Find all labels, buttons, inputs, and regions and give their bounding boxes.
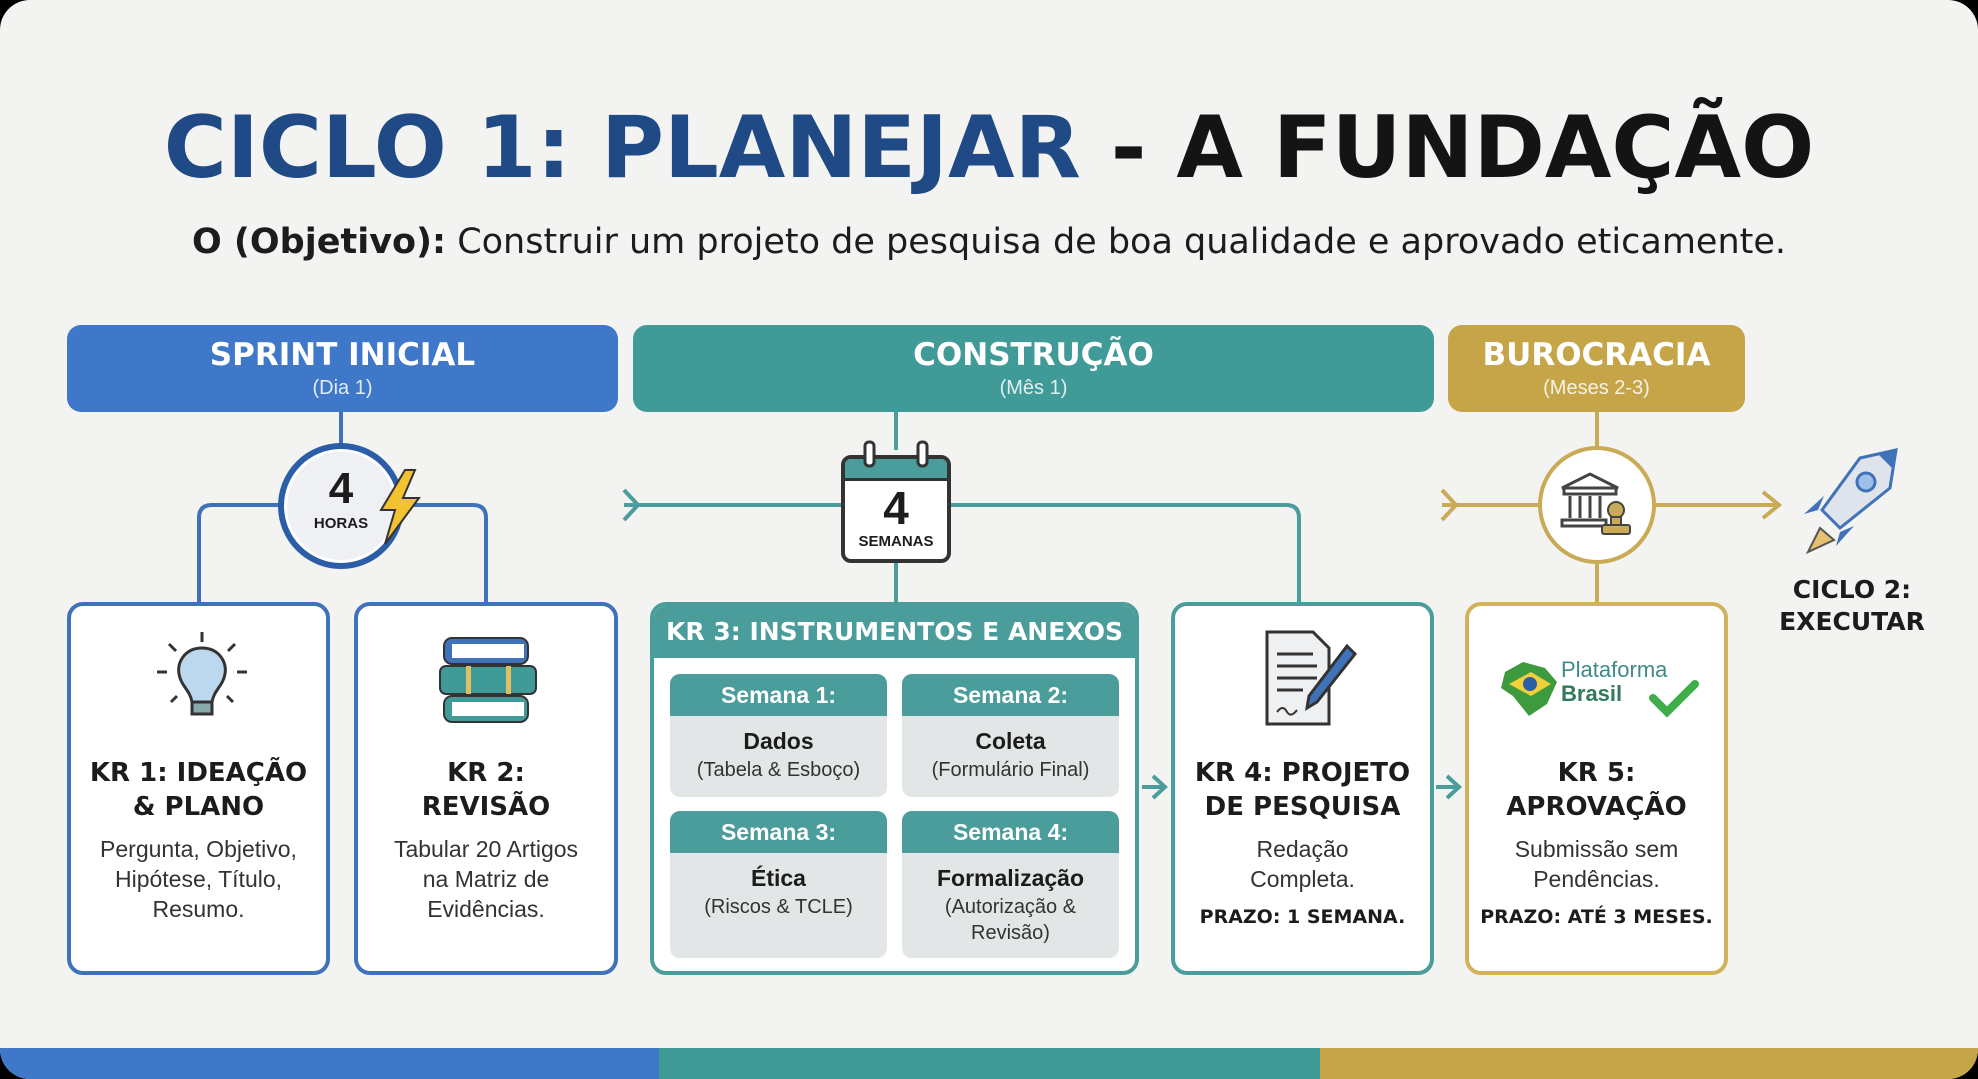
logo-line1: Plataforma xyxy=(1561,657,1668,682)
week-name: Dados xyxy=(743,728,814,754)
clock-unit: HORAS xyxy=(313,515,369,532)
objective: O (Objetivo): Construir um projeto de pe… xyxy=(0,222,1978,262)
phase-title: BUROCRACIA xyxy=(1482,337,1711,373)
plataforma-brasil-logo: Plataforma Brasil xyxy=(1499,658,1709,728)
desc-line: Evidências. xyxy=(427,896,545,922)
lightbulb-icon xyxy=(157,632,247,716)
desc-line: Resumo. xyxy=(152,896,245,922)
kr1-card: KR 1: IDEAÇÃO & PLANO Pergunta, Objetivo… xyxy=(67,602,330,975)
kr1-title-line2: & PLANO xyxy=(132,792,265,822)
calendar-number: 4 xyxy=(883,482,909,534)
kr5-title-line2: APROVAÇÃO xyxy=(1506,792,1687,822)
bottom-bar-blue xyxy=(0,1048,659,1079)
week-label: Semana 3: xyxy=(670,811,887,853)
title-sub: - A FUNDAÇÃO xyxy=(1110,98,1815,198)
week-3-cell: Semana 3: Ética (Riscos & TCLE) xyxy=(670,811,887,958)
kr1-description: Pergunta, Objetivo, Hipótese, Título, Re… xyxy=(71,834,326,924)
week-2-cell: Semana 2: Coleta (Formulário Final) xyxy=(902,674,1119,797)
kr4-description: Redação Completa. xyxy=(1175,834,1430,894)
week-detail: (Autorização & Revisão) xyxy=(944,896,1077,944)
phase-title: CONSTRUÇÃO xyxy=(913,337,1154,373)
week-detail: (Riscos & TCLE) xyxy=(704,896,853,918)
brazil-map-icon xyxy=(1501,662,1557,716)
kr2-title-line1: KR 2: xyxy=(447,758,525,788)
desc-line: Pendências. xyxy=(1533,866,1660,892)
next-line1: CICLO 2: xyxy=(1792,575,1912,604)
week-name: Formalização xyxy=(937,865,1084,891)
checkmark-icon xyxy=(1649,680,1699,718)
kr5-deadline: PRAZO: ATÉ 3 MESES. xyxy=(1480,906,1713,928)
week-name: Ética xyxy=(751,865,806,891)
week-label: Semana 4: xyxy=(902,811,1119,853)
kr3-card: KR 3: INSTRUMENTOS E ANEXOS Semana 1: Da… xyxy=(650,602,1139,975)
title-main: CICLO 1: PLANEJAR xyxy=(163,98,1081,198)
phase-subtitle: (Mês 1) xyxy=(999,377,1068,399)
next-cycle-label: CICLO 2: EXECUTAR xyxy=(1752,574,1952,638)
phase-subtitle: (Dia 1) xyxy=(312,377,373,399)
kr2-card: KR 2: REVISÃO Tabular 20 Artigos na Matr… xyxy=(354,602,618,975)
kr4-deadline: PRAZO: 1 SEMANA. xyxy=(1199,906,1406,928)
week-1-cell: Semana 1: Dados (Tabela & Esboço) xyxy=(670,674,887,797)
desc-line: na Matriz de xyxy=(422,866,550,892)
kr4-title-line2: DE PESQUISA xyxy=(1204,792,1401,822)
bottom-bar-gold xyxy=(1320,1048,1978,1079)
week-detail: (Formulário Final) xyxy=(931,759,1090,781)
phase-sprint-inicial: SPRINT INICIAL (Dia 1) xyxy=(67,325,618,412)
objective-label: O (Objetivo): xyxy=(191,222,447,262)
rocket-icon xyxy=(1804,448,1898,555)
desc-line: Tabular 20 Artigos xyxy=(393,836,579,862)
kr4-card: KR 4: PROJETO DE PESQUISA Redação Comple… xyxy=(1171,602,1434,975)
document-pen-icon xyxy=(1265,630,1358,726)
calendar-unit: SEMANAS xyxy=(858,533,934,550)
phase-construcao: CONSTRUÇÃO (Mês 1) xyxy=(633,325,1434,412)
desc-line: Submissão sem xyxy=(1514,836,1679,862)
desc-line: Completa. xyxy=(1250,866,1355,892)
next-line2: EXECUTAR xyxy=(1779,607,1925,636)
logo-line2: Brasil xyxy=(1561,681,1623,706)
calendar-rings xyxy=(863,440,929,468)
week-detail: (Tabela & Esboço) xyxy=(696,759,861,781)
week-4-cell: Semana 4: Formalização (Autorização & Re… xyxy=(902,811,1119,958)
phase-burocracia: BUROCRACIA (Meses 2-3) xyxy=(1448,325,1745,412)
clock-number: 4 xyxy=(328,464,354,513)
phase-title: SPRINT INICIAL xyxy=(209,337,476,373)
kr2-description: Tabular 20 Artigos na Matriz de Evidênci… xyxy=(358,834,614,924)
week-label: Semana 2: xyxy=(902,674,1119,716)
kr5-title-line1: KR 5: xyxy=(1557,758,1636,788)
week-label: Semana 1: xyxy=(670,674,887,716)
objective-text: Construir um projeto de pesquisa de boa … xyxy=(457,222,1787,262)
kr2-title-line2: REVISÃO xyxy=(421,792,551,822)
lightning-icon xyxy=(379,469,421,545)
page-title: CICLO 1: PLANEJAR - A FUNDAÇÃO xyxy=(0,98,1978,198)
kr1-title-line1: KR 1: IDEAÇÃO xyxy=(89,758,308,788)
kr5-card: Plataforma Brasil KR 5: APROVAÇÃO Submis… xyxy=(1465,602,1728,975)
building-icon xyxy=(1560,472,1631,535)
kr4-title-line1: KR 4: PROJETO xyxy=(1194,758,1411,788)
desc-line: Pergunta, Objetivo, xyxy=(100,836,297,862)
institution-stamp-icon xyxy=(1538,446,1656,564)
kr5-description: Submissão sem Pendências. xyxy=(1469,834,1724,894)
week-name: Coleta xyxy=(975,728,1046,754)
bottom-bar-teal xyxy=(659,1048,1320,1079)
books-icon xyxy=(439,637,537,723)
desc-line: Hipótese, Título, xyxy=(114,866,283,892)
phase-subtitle: (Meses 2-3) xyxy=(1543,377,1650,399)
desc-line: Redação xyxy=(1256,836,1349,862)
kr3-title: KR 3: INSTRUMENTOS E ANEXOS xyxy=(654,606,1135,658)
